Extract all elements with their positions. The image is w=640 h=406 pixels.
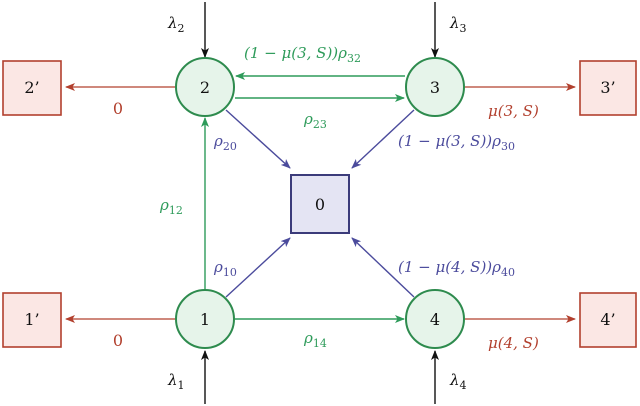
rho32-label: (1 − μ(3, S))ρ32 <box>244 44 361 65</box>
sink-3: 3’ <box>579 60 637 116</box>
node-1-label: 1 <box>200 310 210 329</box>
edge-1-to-0 <box>225 237 291 298</box>
lambda-2-label: λ2 <box>167 14 185 35</box>
rho12-label: ρ12 <box>159 196 183 217</box>
mu3-label: μ(3, S) <box>488 102 539 120</box>
sink-1-label: 1’ <box>24 310 39 329</box>
node-0-label: 0 <box>315 195 325 214</box>
node-4: 4 <box>405 289 465 349</box>
sink-3-label: 3’ <box>600 78 615 97</box>
rho10-label: ρ10 <box>213 258 237 279</box>
lambda-1-label: λ1 <box>167 371 185 392</box>
mu4-label: μ(4, S) <box>488 334 539 352</box>
rho40-label: (1 − μ(4, S))ρ40 <box>398 258 515 279</box>
sink-4: 4’ <box>579 292 637 348</box>
sink-2: 2’ <box>2 60 62 116</box>
rho30-label: (1 − μ(3, S))ρ30 <box>398 132 515 153</box>
node-3: 3 <box>405 57 465 117</box>
exit-1-label: 0 <box>113 331 123 350</box>
sink-4-label: 4’ <box>600 310 615 329</box>
rho14-label: ρ14 <box>303 329 327 350</box>
exit-2-label: 0 <box>113 99 123 118</box>
lambda-4-label: λ4 <box>449 371 467 392</box>
sink-2-label: 2’ <box>24 78 39 97</box>
node-0: 0 <box>290 174 350 234</box>
lambda-3-label: λ3 <box>449 14 467 35</box>
edge-4-to-0 <box>351 237 415 298</box>
node-2-label: 2 <box>200 78 210 97</box>
rho20-label: ρ20 <box>213 132 237 153</box>
node-1: 1 <box>175 289 235 349</box>
edge-3-to-0 <box>351 109 415 169</box>
node-3-label: 3 <box>430 78 440 97</box>
sink-1: 1’ <box>2 292 62 348</box>
node-2: 2 <box>175 57 235 117</box>
node-4-label: 4 <box>430 310 440 329</box>
rho23-label: ρ23 <box>303 110 327 131</box>
edge-2-to-0 <box>225 109 291 169</box>
